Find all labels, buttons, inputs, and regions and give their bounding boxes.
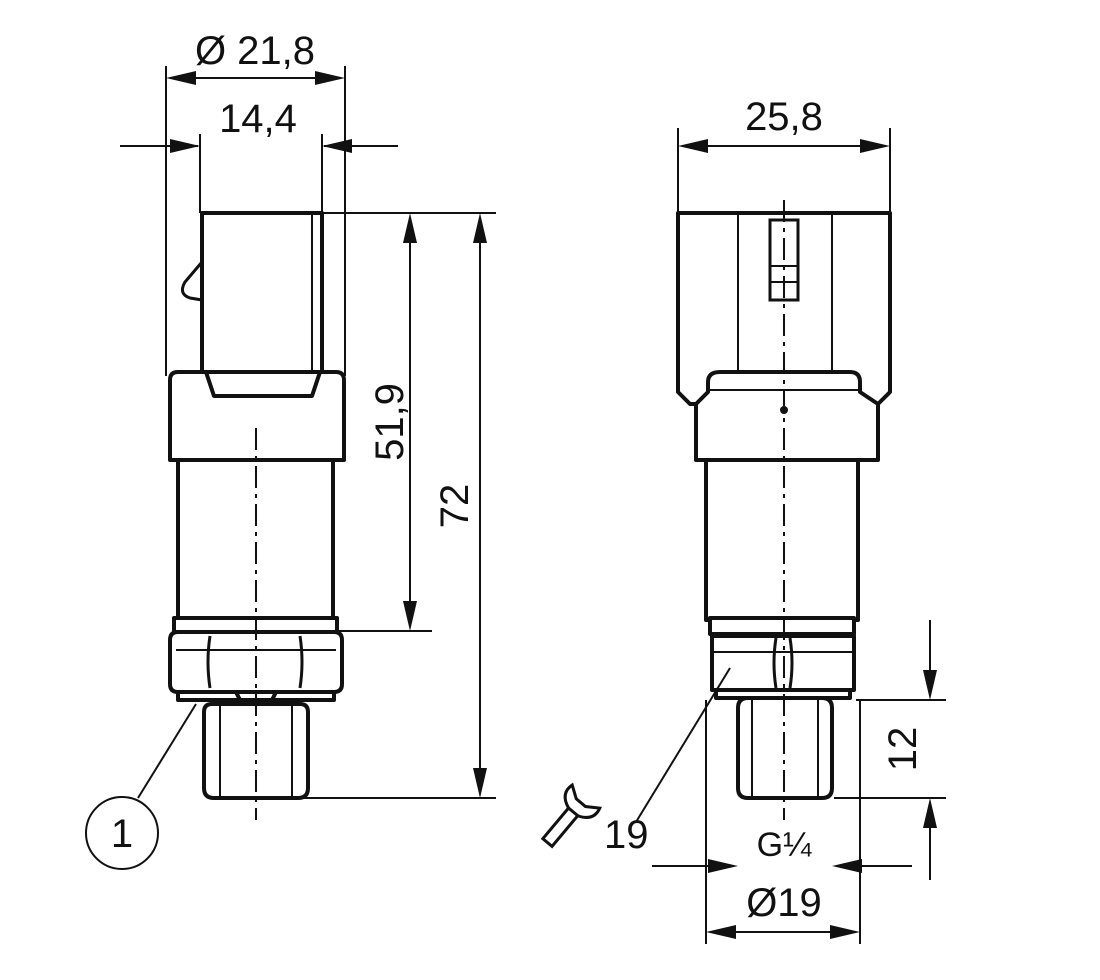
housing-head <box>168 370 346 462</box>
front-view: Ø 21,8 14,4 51,9 72 1 <box>85 29 496 870</box>
dim-width-side: 25,8 <box>745 95 823 139</box>
housing-head-side <box>694 370 880 462</box>
wrench-icon <box>540 782 602 849</box>
connector-plug <box>200 211 324 374</box>
wrench-size: 19 <box>604 813 649 857</box>
callout-label-1: 1 <box>111 812 133 856</box>
dim-connector-width: 14,4 <box>219 97 297 141</box>
thread-spec: G¼ <box>757 826 812 864</box>
dim-outer-diameter: Ø 21,8 <box>195 29 315 73</box>
callout-circle-1 <box>85 796 159 870</box>
dim-seal-diameter: Ø19 <box>746 881 822 925</box>
dim-height-51-9: 51,9 <box>368 383 412 461</box>
side-view: 25,8 12 G¼ Ø19 19 <box>540 95 946 944</box>
sensor-body-side <box>704 458 860 622</box>
connector-latch <box>180 261 204 302</box>
dim-total-length: 72 <box>433 484 477 529</box>
dim-thread-length: 12 <box>881 727 925 772</box>
